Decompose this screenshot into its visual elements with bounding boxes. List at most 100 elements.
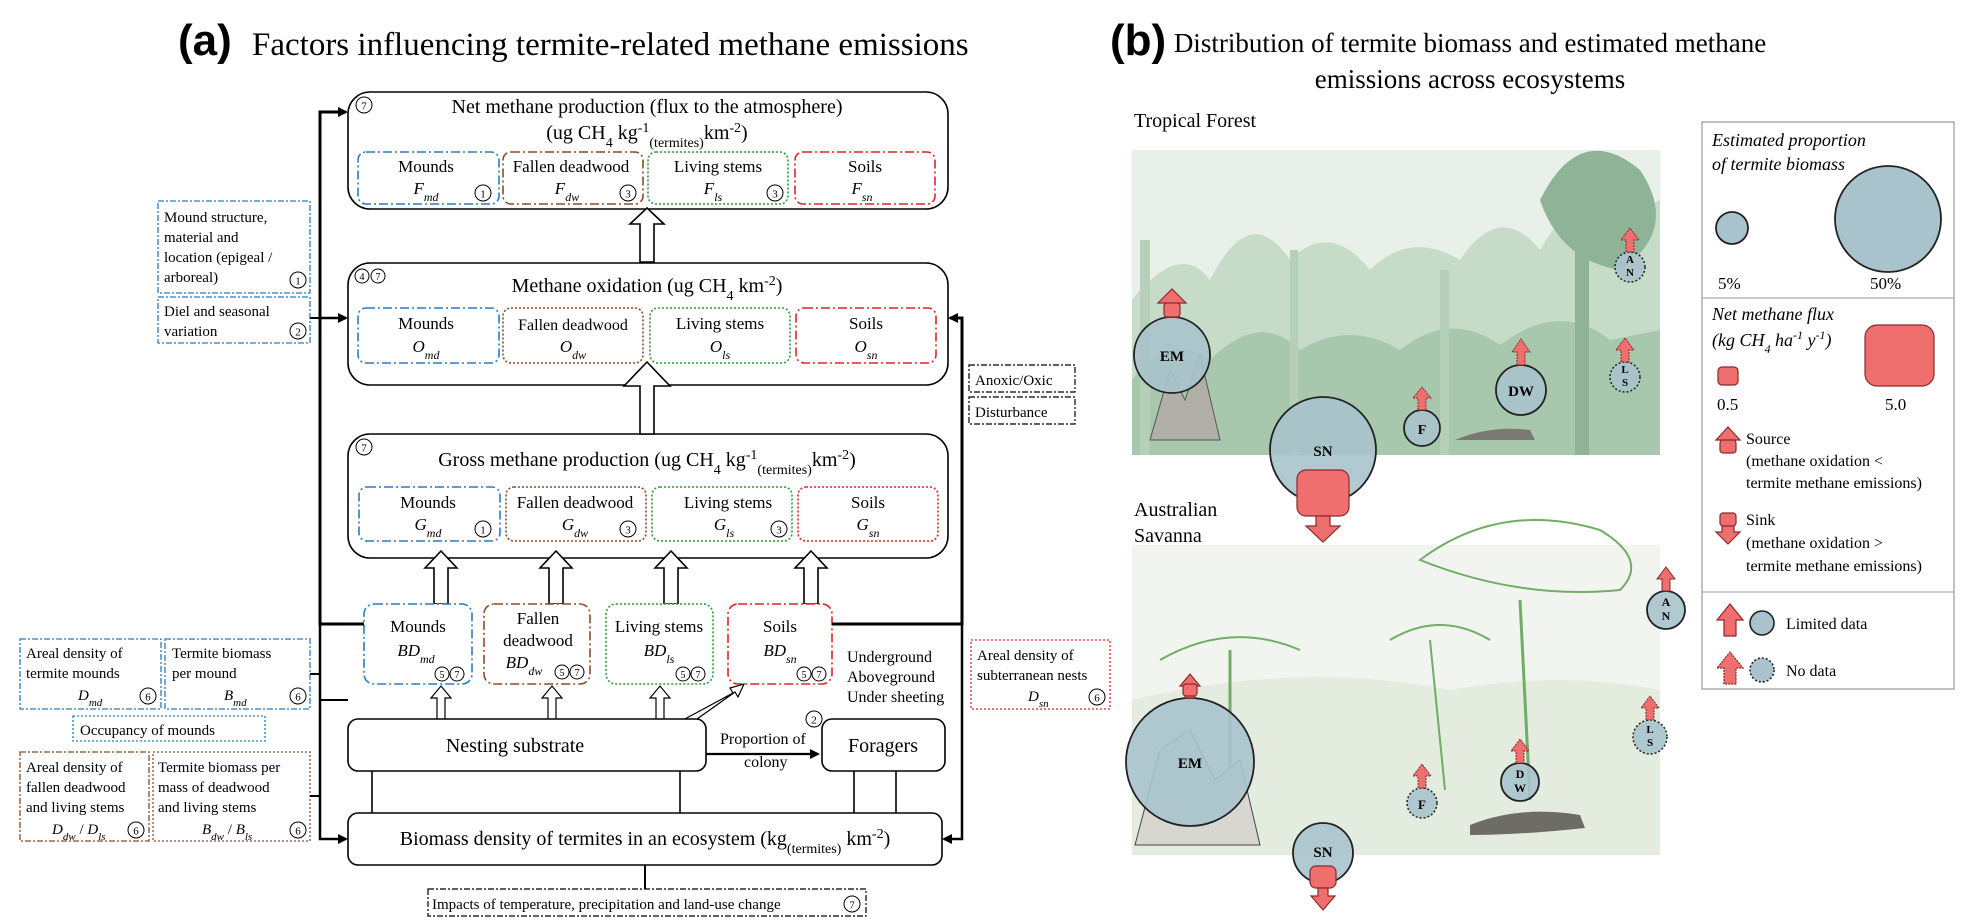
svg-text:7: 7 (361, 443, 367, 455)
legend-flux-title-1: Net methane flux (1711, 304, 1834, 324)
panel-b-title-2: emissions across ecosystems (1315, 64, 1625, 94)
svg-text:deadwood: deadwood (503, 631, 573, 650)
legend-small-label: 5% (1718, 274, 1741, 293)
impacts-label: Impacts of temperature, precipitation an… (432, 897, 781, 913)
svg-text:Soils: Soils (849, 314, 883, 333)
svg-text:Areal density of: Areal density of (977, 648, 1074, 664)
svg-text:S: S (1622, 377, 1628, 389)
savanna-dw-marker: D W (1500, 738, 1540, 802)
legend-nodata-icons (1715, 651, 1775, 685)
anoxic-box (968, 364, 1076, 393)
svg-text:5: 5 (440, 670, 445, 681)
tropical-ls-marker: L S (1609, 337, 1641, 393)
svg-text:3: 3 (776, 525, 782, 537)
svg-text:A: A (1626, 254, 1634, 266)
areal-mounds-box: Areal density of termite mounds Dmd 6 (19, 638, 162, 710)
legend-flux-small-label: 0.5 (1717, 395, 1738, 414)
svg-text:arboreal): arboreal) (164, 270, 218, 286)
svg-text:S: S (1647, 737, 1653, 749)
ox-soils: Soils Osn (795, 307, 937, 364)
gross-stems: Living stems Gls 3 (651, 486, 793, 542)
legend-source-label: Source (1746, 431, 1790, 448)
gross-mounds: Mounds Gmd 1 (358, 486, 501, 542)
gross-title: Gross methane production (ug CH4 kg-1(te… (438, 448, 856, 478)
bd-mounds: Mounds BDmd 5 7 (363, 603, 473, 685)
svg-text:7: 7 (575, 668, 580, 679)
svg-text:Soils: Soils (851, 493, 885, 512)
legend-source-icon (1714, 426, 1742, 454)
legend-sink-icon (1714, 512, 1742, 545)
disturbance-box (968, 396, 1076, 425)
svg-text:Gdw: Gdw (562, 515, 588, 540)
legend-small-circle (1715, 211, 1749, 245)
svg-text:3: 3 (625, 189, 631, 201)
legend-limited-icons (1715, 603, 1775, 637)
bd-stems: Living stems BDls 5 7 (605, 603, 714, 685)
tropical-dw-marker: DW (1495, 338, 1547, 416)
oxidation-title: Methane oxidation (ug CH4 km-2) (512, 274, 783, 304)
svg-text:7: 7 (361, 101, 367, 113)
savanna-sn-marker: SN (1292, 822, 1354, 911)
tropical-em-marker: EM (1133, 288, 1211, 394)
legend-sink-label: Sink (1746, 512, 1775, 529)
legend-flux-large-label: 5.0 (1885, 395, 1906, 414)
areal-fallen-box: Areal density of fallen deadwood and liv… (19, 751, 150, 843)
svg-text:Gls: Gls (714, 515, 735, 540)
net-units: (ug CH4 kg-1(termites)km-2) (546, 121, 747, 151)
svg-text:L: L (1621, 364, 1628, 376)
svg-text:mass of deadwood: mass of deadwood (158, 780, 270, 796)
svg-text:location (epigeal /: location (epigeal / (164, 250, 273, 266)
arrow-bd-stems (653, 549, 689, 605)
proportion-badge: 2 (805, 710, 823, 728)
net-title: Net methane production (flux to the atmo… (452, 96, 843, 118)
arrow-bd-soils (793, 549, 829, 605)
termite-biomass-mound-box: Termite biomass per mound Bmd 6 (164, 638, 311, 710)
svg-text:BDmd: BDmd (397, 641, 435, 666)
svg-text:Diel and seasonal: Diel and seasonal (164, 304, 270, 320)
svg-text:6: 6 (133, 826, 139, 838)
savanna-f-marker: F (1406, 763, 1438, 819)
svg-text:2: 2 (295, 327, 301, 339)
svg-text:BDls: BDls (644, 641, 675, 666)
svg-text:Soils: Soils (848, 157, 882, 176)
net-stems: Living stems Fls 3 (647, 151, 789, 205)
svg-text:Mounds: Mounds (398, 314, 454, 333)
savanna-label-1: Australian (1134, 499, 1217, 521)
svg-text:EM: EM (1178, 756, 1202, 772)
legend-sink-desc-2: termite methane emissions) (1746, 558, 1922, 575)
net-mounds: Mounds Fmd 1 (357, 151, 500, 205)
svg-text:Fls: Fls (703, 179, 723, 204)
svg-text:Fdw: Fdw (554, 179, 579, 204)
bd-deadwood: Fallen deadwood BDdw 5 7 (483, 603, 591, 685)
legend-biomass-title-2: of termite biomass (1712, 154, 1845, 174)
gross-deadwood: Fallen deadwood Gdw 3 (505, 486, 647, 542)
ox-stems: Living stems Ols (649, 307, 791, 364)
svg-text:Living stems: Living stems (615, 617, 703, 636)
nesting-substrate-box (347, 718, 707, 772)
svg-text:Living stems: Living stems (684, 493, 772, 512)
svg-text:Occupancy of mounds: Occupancy of mounds (80, 723, 215, 739)
svg-text:3: 3 (772, 189, 778, 201)
diel-box: Diel and seasonal variation 2 (157, 296, 311, 344)
svg-text:Osn: Osn (855, 337, 878, 362)
svg-text:7: 7 (817, 670, 822, 681)
impacts-box (427, 888, 867, 917)
svg-text:Termite biomass per: Termite biomass per (158, 760, 280, 776)
ox-mounds: Mounds Omd (357, 307, 500, 364)
panel-a: (a) Factors influencing termite-related … (19, 16, 1111, 917)
svg-text:6: 6 (1094, 693, 1100, 705)
svg-text:D: D (1516, 767, 1525, 781)
svg-text:W: W (1514, 781, 1526, 795)
foragers-label: Foragers (848, 735, 918, 757)
arrow-bd-mounds (423, 549, 459, 605)
svg-text:Mounds: Mounds (400, 493, 456, 512)
savanna-em-marker: EM (1125, 673, 1255, 827)
termite-biomass-mass-box: Termite biomass per mass of deadwood and… (152, 751, 311, 843)
svg-text:2: 2 (811, 715, 817, 727)
soil-type-aboveground: Aboveground (847, 669, 935, 686)
svg-text:and living stems: and living stems (26, 800, 124, 816)
svg-text:Bdw / Bls: Bdw / Bls (202, 822, 252, 843)
svg-text:Soils: Soils (763, 617, 797, 636)
tropical-forest-scene: Tropical Forest (1132, 110, 1660, 455)
svg-text:1: 1 (295, 276, 301, 288)
